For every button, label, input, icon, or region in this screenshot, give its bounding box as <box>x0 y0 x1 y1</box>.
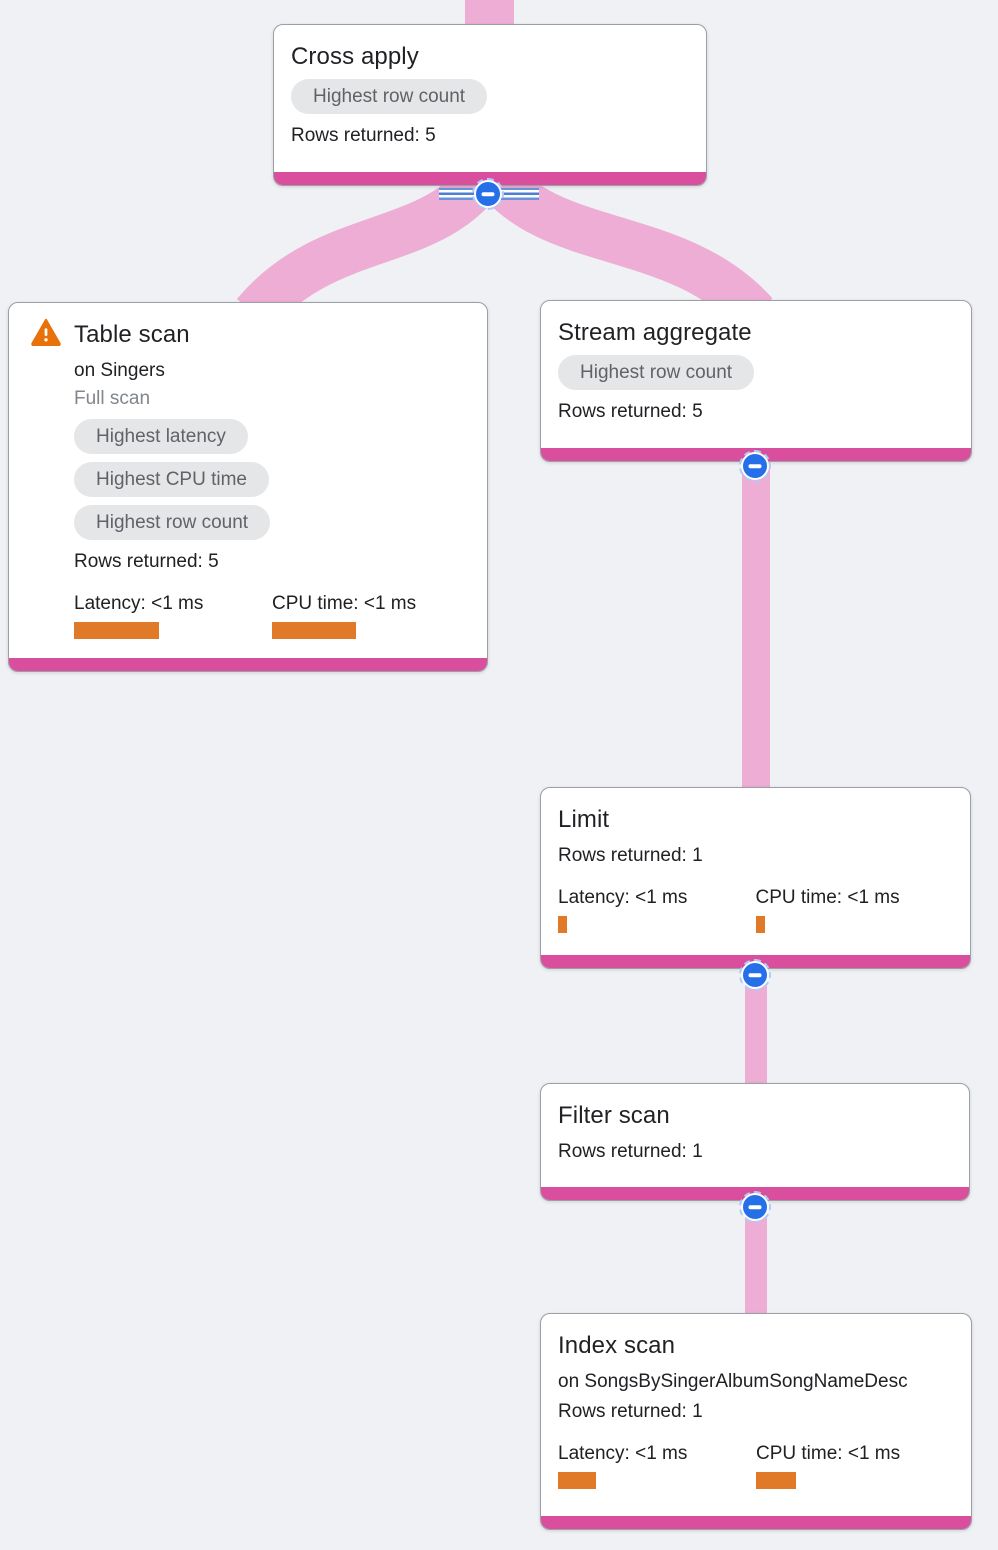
cpu-time-metric: CPU time: <1 ms <box>272 592 470 639</box>
latency-metric: Latency: <1 ms <box>558 1442 756 1489</box>
latency-bar <box>74 622 159 639</box>
rows-returned: Rows returned: 1 <box>558 1141 703 1162</box>
badge-highest-cpu-time: Highest CPU time <box>74 462 269 497</box>
rows-returned: Rows returned: 1 <box>558 1401 703 1422</box>
badge-list: Highest latency Highest CPU time Highest… <box>74 419 470 540</box>
badge-list: Highest row count <box>291 79 689 114</box>
node-index-scan[interactable]: Index scan on SongsBySingerAlbumSongName… <box>540 1313 972 1530</box>
cpu-time-bar <box>755 916 765 933</box>
node-accent-bar <box>274 172 706 185</box>
node-accent-bar <box>9 658 487 671</box>
badge-highest-row-count: Highest row count <box>558 355 755 390</box>
latency-bar <box>558 916 567 933</box>
edge-stream-aggregate-to-limit <box>742 455 770 795</box>
metrics-row: Latency: <1 ms CPU time: <1 ms <box>558 1442 954 1489</box>
node-title: Table scan <box>74 321 190 348</box>
node-filter-scan[interactable]: Filter scan Rows returned: 1 <box>540 1083 970 1201</box>
cpu-time-label: CPU time: <1 ms <box>272 593 417 614</box>
node-table-scan[interactable]: Table scan on Singers Full scan Highest … <box>8 302 488 672</box>
node-title: Stream aggregate <box>558 319 752 346</box>
latency-label: Latency: <1 ms <box>74 593 204 614</box>
node-title: Filter scan <box>558 1102 670 1129</box>
cpu-time-label: CPU time: <1 ms <box>756 1443 901 1464</box>
cpu-time-label: CPU time: <1 ms <box>755 887 900 908</box>
badge-highest-row-count: Highest row count <box>291 79 488 114</box>
node-limit[interactable]: Limit Rows returned: 1 Latency: <1 ms CP… <box>540 787 971 969</box>
rows-returned: Rows returned: 5 <box>558 401 703 422</box>
rows-returned: Rows returned: 5 <box>291 125 436 146</box>
latency-metric: Latency: <1 ms <box>558 886 756 933</box>
node-title: Limit <box>558 806 610 833</box>
node-accent-bar <box>541 1516 971 1529</box>
latency-label: Latency: <1 ms <box>558 887 688 908</box>
node-title: Index scan <box>558 1332 676 1359</box>
badge-highest-latency: Highest latency <box>74 419 248 454</box>
cpu-time-bar <box>756 1472 796 1489</box>
node-title: Cross apply <box>291 43 419 70</box>
collapse-cross-apply-button[interactable] <box>472 178 504 210</box>
latency-bar <box>558 1472 596 1489</box>
node-target: on Singers <box>74 360 165 381</box>
node-stream-aggregate[interactable]: Stream aggregate Highest row count Rows … <box>540 300 972 462</box>
cpu-time-bar <box>272 622 356 639</box>
collapse-stream-aggregate-button[interactable] <box>739 450 771 482</box>
node-target: on SongsBySingerAlbumSongNameDesc <box>558 1371 908 1392</box>
latency-metric: Latency: <1 ms <box>74 592 272 639</box>
collapse-limit-button[interactable] <box>739 959 771 991</box>
metrics-row: Latency: <1 ms CPU time: <1 ms <box>74 592 470 639</box>
cpu-time-metric: CPU time: <1 ms <box>756 1442 954 1489</box>
cpu-time-metric: CPU time: <1 ms <box>755 886 954 933</box>
edge-root-to-cross-apply <box>465 0 514 27</box>
latency-label: Latency: <1 ms <box>558 1443 688 1464</box>
metrics-row: Latency: <1 ms CPU time: <1 ms <box>558 886 953 933</box>
badge-highest-row-count: Highest row count <box>74 505 271 540</box>
node-scan-type: Full scan <box>74 388 151 409</box>
warning-icon <box>31 318 61 347</box>
edge-limit-to-filter-scan <box>745 958 767 1088</box>
edge-filter-scan-to-index-scan <box>745 1190 767 1318</box>
badge-list: Highest row count <box>558 355 954 390</box>
node-cross-apply[interactable]: Cross apply Highest row count Rows retur… <box>273 24 707 186</box>
rows-returned: Rows returned: 5 <box>74 551 219 572</box>
rows-returned: Rows returned: 1 <box>558 845 703 866</box>
collapse-filter-scan-button[interactable] <box>739 1191 771 1223</box>
